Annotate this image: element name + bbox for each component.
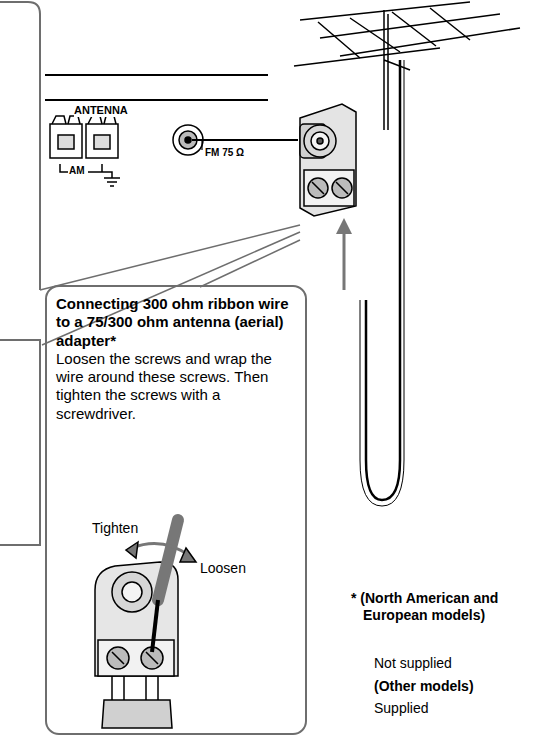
action-label: Loosen — [200, 560, 246, 577]
panel-edge — [45, 99, 268, 101]
terminal-label: AM — [69, 165, 85, 177]
callout-frame — [0, 340, 40, 545]
callout-frame — [0, 2, 40, 290]
callout-heading: Connecting 300 ohm ribbon wire to a 75/3… — [56, 295, 297, 350]
footnote: (Other models) — [374, 678, 474, 695]
footnote: Not supplied — [374, 655, 452, 672]
am-terminal — [50, 116, 120, 186]
callout-box: Connecting 300 ohm ribbon wire to a 75/3… — [45, 285, 307, 735]
terminal-label: FM 75 Ω — [205, 147, 244, 159]
antenna-adapter — [300, 104, 356, 216]
antenna — [294, 2, 520, 506]
leader-line — [200, 240, 300, 287]
callout-body: Loosen the screws and wrap the wire arou… — [56, 350, 297, 423]
panel-label: ANTENNA — [74, 104, 128, 117]
footnote: Supplied — [374, 700, 429, 717]
insert-arrow — [336, 218, 352, 290]
footnote: * (North American and European models) — [351, 590, 531, 624]
panel-edge — [45, 74, 268, 76]
action-label: Tighten — [92, 520, 138, 537]
leader-line — [40, 225, 300, 290]
screwdriver-inset — [95, 520, 196, 728]
